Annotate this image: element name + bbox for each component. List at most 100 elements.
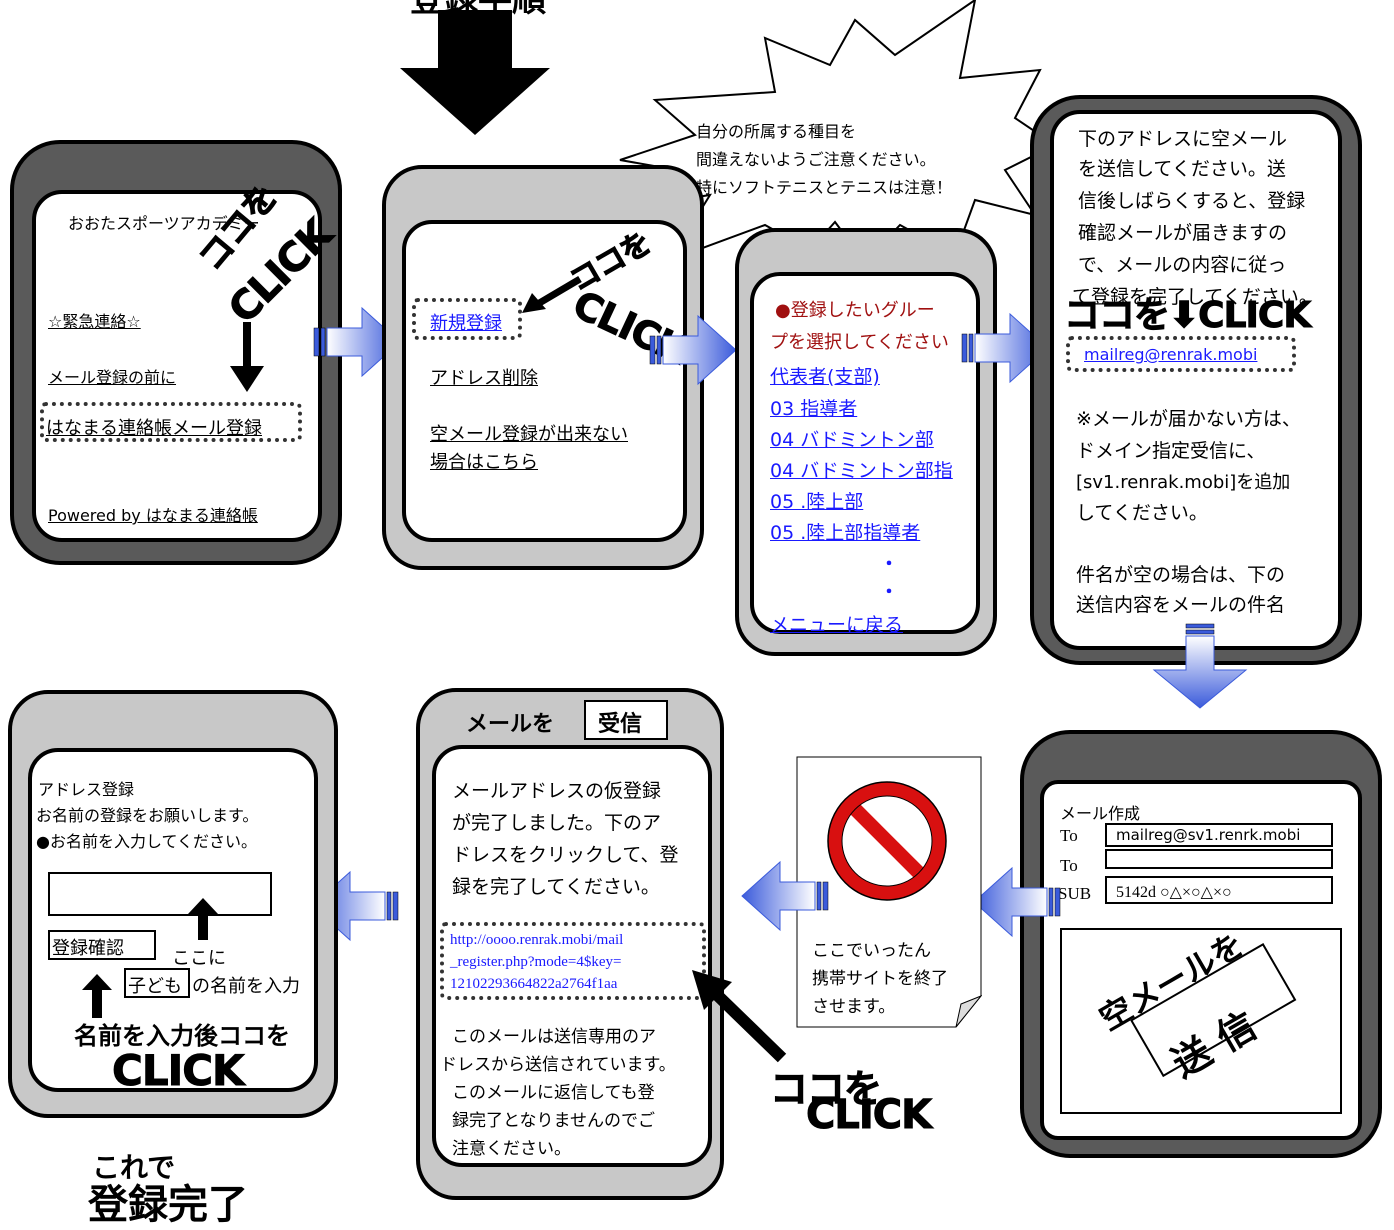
up-arrow-input <box>188 898 218 940</box>
group-select-header-1: ●登録したいグルー <box>775 300 935 321</box>
phone-3-screen <box>750 272 980 634</box>
notice-line-0: ここでいったん <box>812 941 931 961</box>
phone-4-note-3: してください。 <box>1076 502 1208 524</box>
to-field-value: mailreg@sv1.renrk.mobi <box>1116 826 1301 844</box>
right-arrow-1 <box>313 306 401 378</box>
new-register-link[interactable]: 新規登録 <box>430 313 502 334</box>
click-callout-6: CLICK <box>805 1092 932 1139</box>
group-select-header-2: プを選択してください <box>770 332 949 353</box>
name-input[interactable] <box>48 872 272 916</box>
empty-mail-link-line-1[interactable]: 空メール登録が出来ない <box>430 424 628 445</box>
phone-6-footer-3: 録完了となりませんのでご <box>452 1111 655 1131</box>
koko-wo-callout-6: ココを <box>769 1067 882 1112</box>
sub-field[interactable] <box>1105 876 1333 904</box>
receive-box-text: 受信 <box>598 712 643 737</box>
address-delete-link[interactable]: アドレス削除 <box>430 368 538 389</box>
group-link-4[interactable]: 05 .陸上部 <box>770 491 864 513</box>
phone-7-screen <box>28 748 318 1092</box>
down-arrow-phone-1 <box>230 322 264 392</box>
receive-box <box>584 700 668 740</box>
register-confirm-button[interactable] <box>48 930 156 960</box>
notice-line-2: させます。 <box>812 997 896 1017</box>
diag-arrow-phone-2 <box>522 275 582 313</box>
urgent-link[interactable]: ☆緊急連絡☆ <box>48 312 141 331</box>
phone-1-screen <box>32 190 322 542</box>
phone-4-note-1: ドメイン指定受信に、 <box>1076 440 1266 462</box>
group-link-2[interactable]: 04 バドミントン部 <box>770 429 934 451</box>
group-link-5[interactable]: 05 .陸上部指導者 <box>770 522 921 544</box>
phone-4-note-2: [sv1.renrak.mobi]を追加 <box>1076 472 1291 493</box>
phone-4-screen <box>1050 110 1342 650</box>
phone-4-line-5: て登録を完了してください。 <box>1072 286 1318 308</box>
compose-header: メール作成 <box>1060 804 1141 823</box>
speech-bubble-line-1: 自分の所属する種目を <box>696 122 857 141</box>
prohibited-icon <box>827 781 947 901</box>
back-to-menu-link[interactable]: メニューに戻る <box>770 614 904 636</box>
phone-4-subject-1: 送信内容をメールの件名 <box>1076 594 1286 616</box>
diag-arrow-phone-6 <box>692 970 787 1063</box>
right-arrow-3 <box>961 312 1049 384</box>
to-label: To <box>1060 826 1078 845</box>
speech-bubble <box>619 0 1055 264</box>
phone-4-line-3: 確認メールが届きますの <box>1078 222 1288 244</box>
to2-field[interactable] <box>1105 849 1333 869</box>
phone-7-line-2: お名前の登録をお願いします。 <box>36 806 259 825</box>
big-down-arrow <box>400 10 550 135</box>
confirm-url-highlight <box>440 922 706 1000</box>
powered-by-link[interactable]: Powered by はなまる連絡帳 <box>48 506 258 525</box>
phone-6-footer-1: ドレスから送信されています。 <box>440 1055 676 1075</box>
phone-6-line-2: ドレスをクリックして、登 <box>452 844 679 866</box>
empty-mail-link-line-2[interactable]: 場合はこちら <box>430 452 538 473</box>
register-confirm-label: 登録確認 <box>52 938 124 959</box>
phone-7-line-3: ●お名前を入力してください。 <box>36 832 258 851</box>
down-arrow-blue <box>1152 623 1248 709</box>
new-register-highlight <box>412 298 522 340</box>
before-register-link[interactable]: メール登録の前に <box>48 368 177 387</box>
group-link-0[interactable]: 代表者(支部) <box>770 366 880 388</box>
email-address-link[interactable]: mailreg@renrak.mobi <box>1084 345 1258 364</box>
to-field[interactable] <box>1105 823 1333 847</box>
ellipsis-dot-2: ・ <box>880 582 898 603</box>
sub-label: SUB <box>1058 884 1092 903</box>
phone-1-title: おおたスポーツアカデミー <box>68 214 260 233</box>
speech-bubble-line-2: 間違えないようご注意ください。 <box>696 150 936 169</box>
completion-line-2: 登録完了 <box>88 1182 248 1228</box>
phone-6-footer-2: このメールに返信しても登 <box>452 1083 655 1103</box>
phone-4-line-4: で、メールの内容に従っ <box>1078 254 1287 276</box>
hanamaru-register-link[interactable]: はなまる連絡帳メール登録 <box>46 418 262 439</box>
confirm-url-line-2[interactable]: 12102293664822a2764f1aa <box>450 976 618 992</box>
hint-rest: の名前を入力 <box>192 976 300 997</box>
sub-field-value: 5142d ○△×○△×○ <box>1116 884 1232 901</box>
hint-koko-ni: ここに <box>172 948 226 969</box>
speech-bubble-line-3: 特にソフトテニスとテニスは注意！ <box>696 178 953 197</box>
hint-child-box <box>124 968 190 998</box>
phone-4-subject-0: 件名が空の場合は、下の <box>1076 564 1286 586</box>
click-callout-7: CLICK <box>112 1046 246 1096</box>
confirm-url-line-0[interactable]: http://oooo.renrak.mobi/mail <box>450 932 624 948</box>
group-link-1[interactable]: 03 指導者 <box>770 398 858 420</box>
left-arrow-1 <box>973 866 1061 938</box>
left-arrow-2 <box>741 860 829 932</box>
phone-4-line-2: 信後しばらくすると、登録 <box>1078 190 1306 212</box>
phone-6-footer-4: 注意ください。 <box>452 1139 571 1159</box>
phone-6-screen <box>432 745 712 1167</box>
address-register-title: アドレス登録 <box>38 780 135 799</box>
ellipsis-dot-1: ・ <box>880 554 898 575</box>
koko-click-callout-4: ココを⬇CLICK <box>1063 295 1311 337</box>
register-link-highlight <box>40 402 302 442</box>
phone-6-line-0: メールアドレスの仮登録 <box>452 780 662 802</box>
to2-label: To <box>1060 856 1078 875</box>
group-link-3[interactable]: 04 バドミントン部指 <box>770 460 953 482</box>
phone-4-line-1: を送信してください。送 <box>1078 158 1286 180</box>
after-input-instruction: 名前を入力後ココを <box>74 1022 290 1050</box>
phone-2-screen <box>402 220 687 542</box>
right-arrow-2 <box>649 314 737 386</box>
phone-4-note-0: ※メールが届かない方は、 <box>1076 408 1301 430</box>
notice-line-1: 携帯サイトを終了 <box>812 969 948 989</box>
confirm-url-line-1[interactable]: _register.php?mode=4$key= <box>450 954 622 970</box>
receive-label: メールを <box>466 712 555 737</box>
up-arrow-button <box>82 974 112 1018</box>
phone-6-footer-0: このメールは送信専用のア <box>452 1027 656 1047</box>
hint-child: 子ども <box>128 976 182 997</box>
email-address-highlight <box>1066 336 1296 372</box>
